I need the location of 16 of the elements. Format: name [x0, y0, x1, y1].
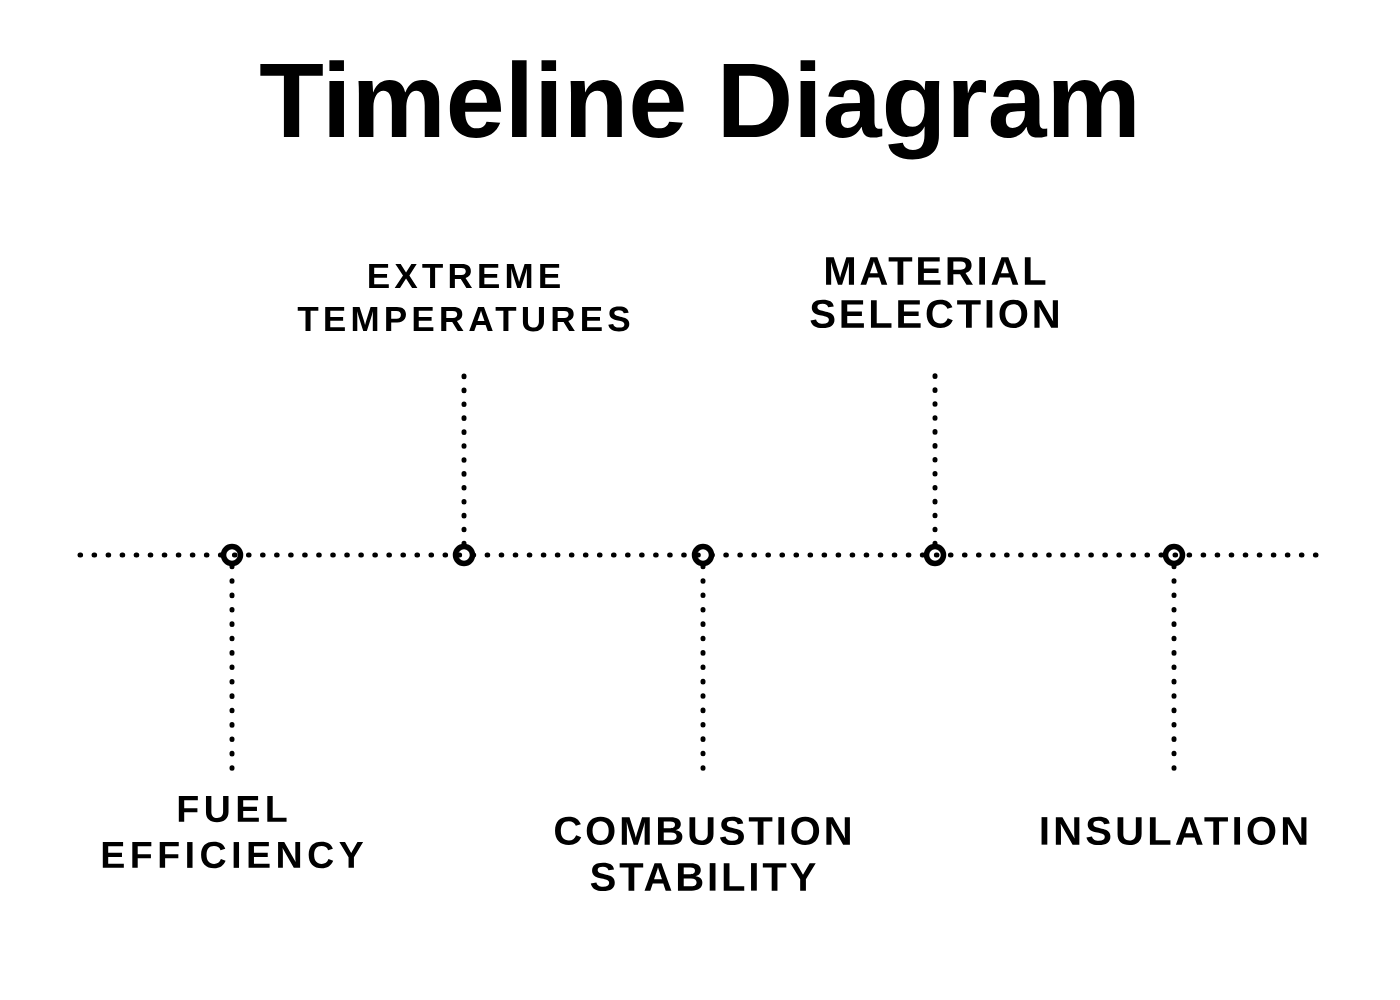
leader-line [932, 373, 938, 547]
leader-line [229, 563, 235, 771]
leader-line [461, 373, 467, 547]
timeline-marker [691, 543, 715, 567]
leader-line [1171, 563, 1177, 771]
timeline-marker [220, 543, 244, 567]
milestone-label: EXTREME TEMPERATURES [297, 263, 630, 332]
timeline-marker [452, 543, 476, 567]
milestone-label: INSULATION [1041, 816, 1307, 846]
milestone-label: FUEL EFFICIENCY [102, 796, 364, 869]
milestone-label: MATERIAL SELECTION [810, 257, 1058, 329]
milestone-label: COMBUSTION STABILITY [555, 816, 850, 892]
leader-line [700, 563, 706, 771]
timeline-marker [923, 543, 947, 567]
title: Timeline Diagram [260, 60, 1135, 160]
timeline-marker [1162, 543, 1186, 567]
